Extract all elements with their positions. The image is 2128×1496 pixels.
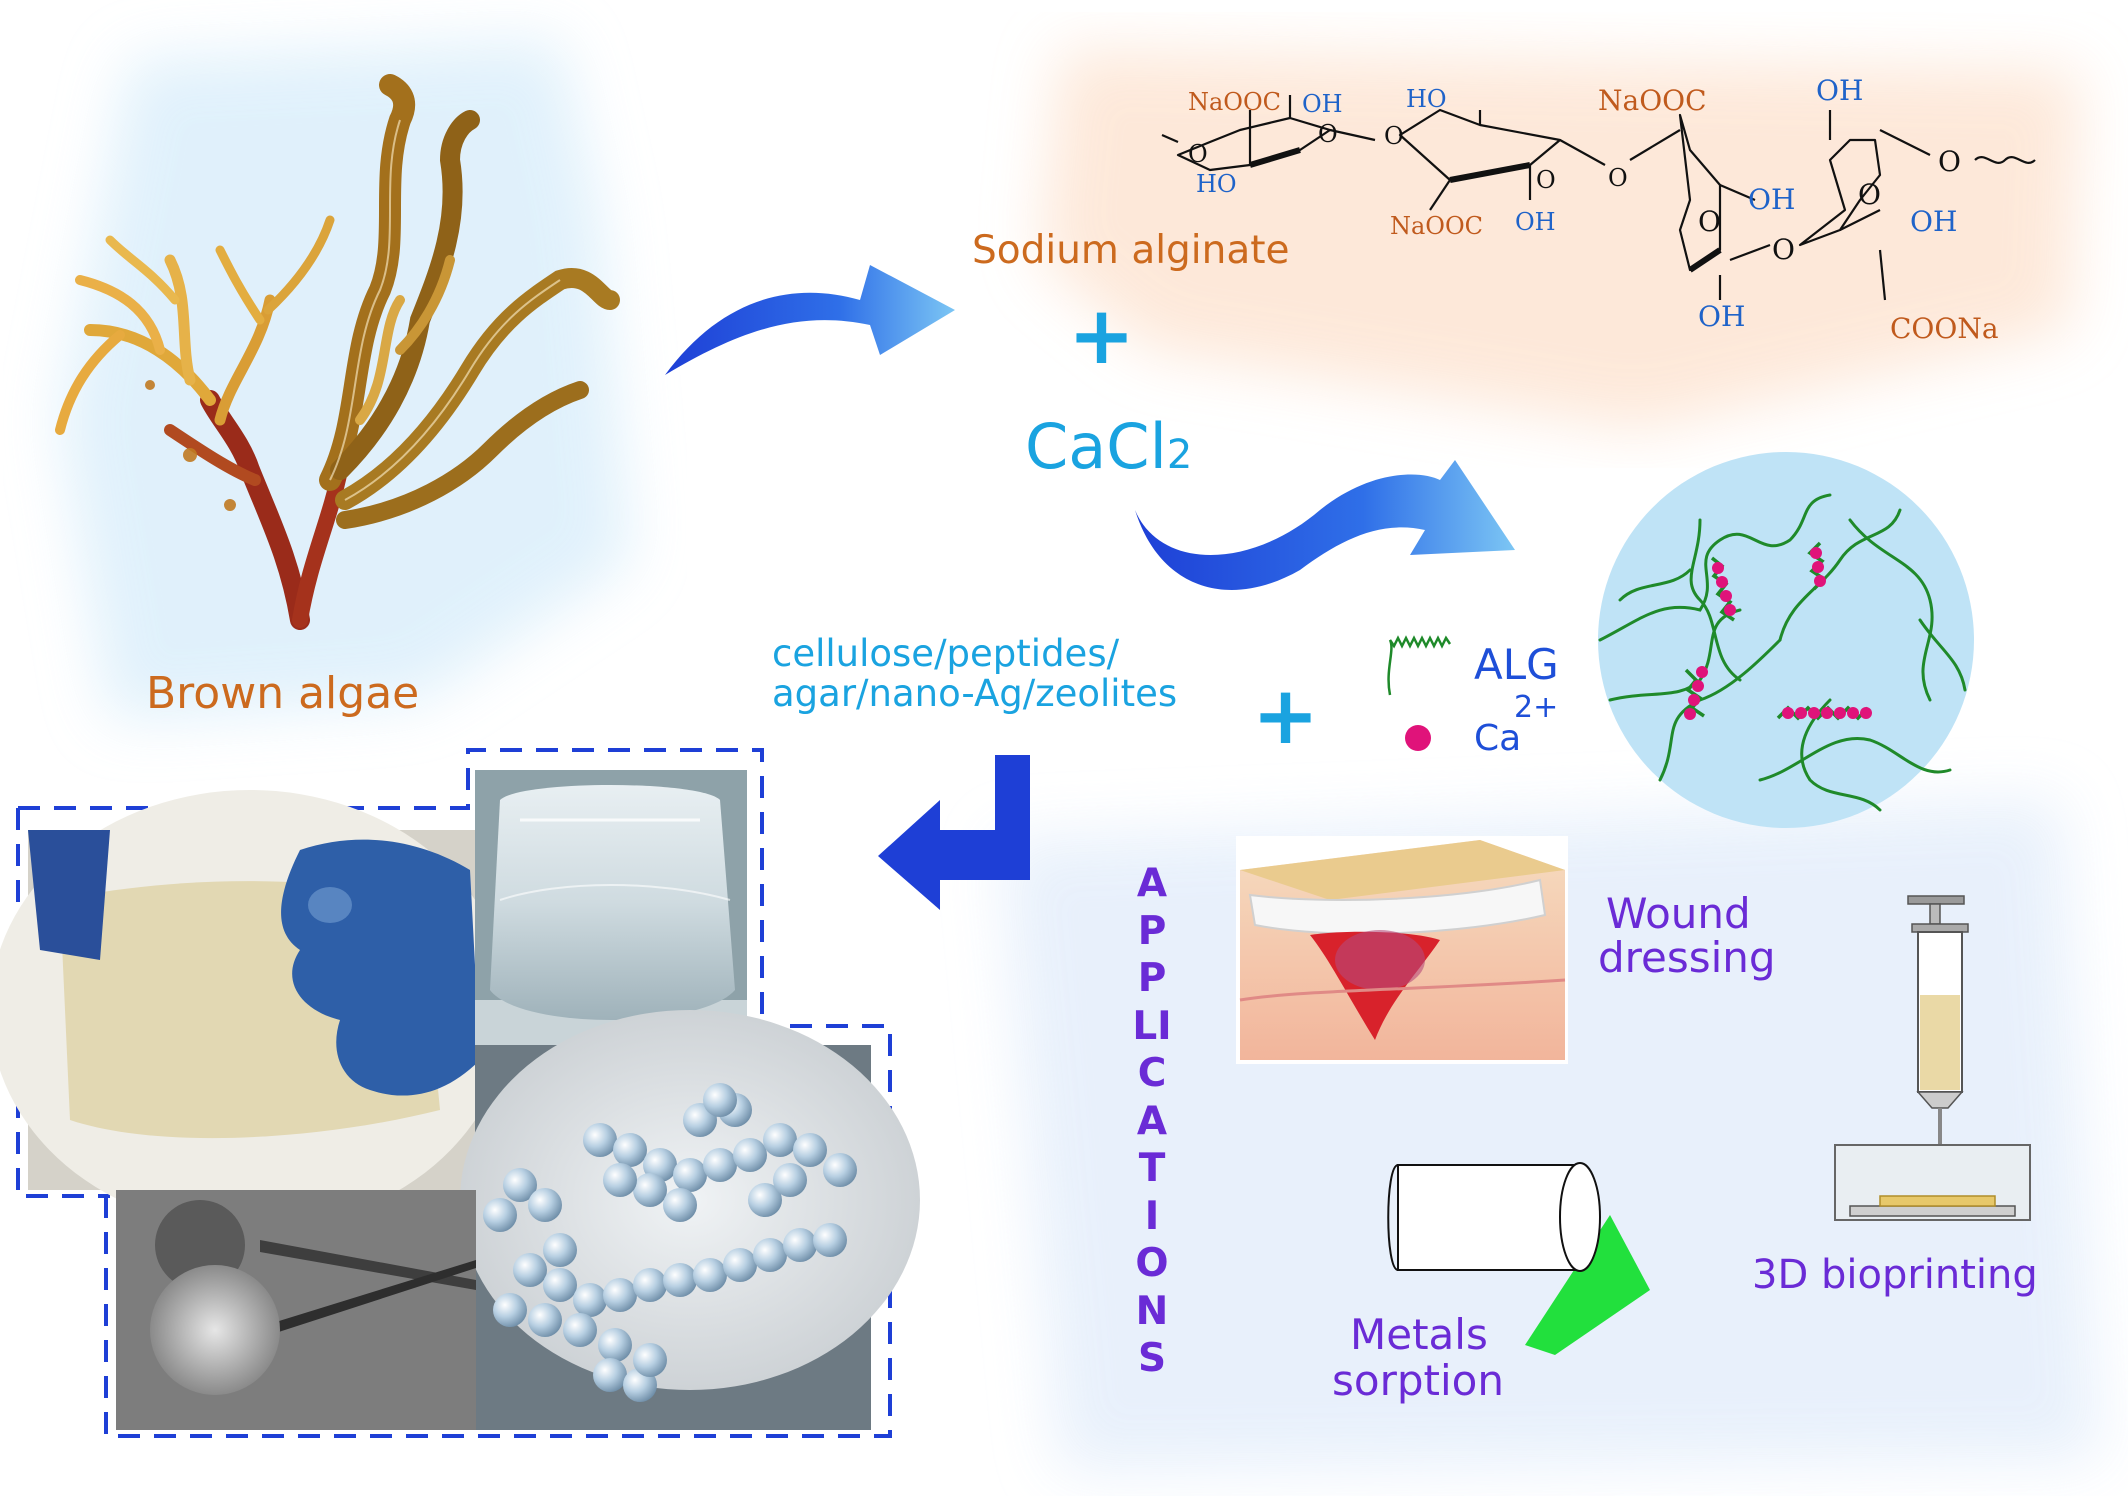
additives-label-line2: agar/nano-Ag/zeolites <box>772 672 1178 715</box>
bioprinting-label: 3D bioprinting <box>1752 1252 2038 1298</box>
bead-cluster <box>483 1083 857 1402</box>
chem-label: NaOOC <box>1598 84 1707 117</box>
sodium-alginate-label: Sodium alginate <box>972 228 1290 273</box>
alg-legend-label: ALG <box>1474 640 1559 689</box>
chem-label: O <box>1938 145 1961 178</box>
wound-dressing-illustration <box>1236 836 1568 1064</box>
additives-label-line1: cellulose/peptides/ <box>772 632 1120 675</box>
chem-label: OH <box>1515 208 1556 236</box>
chem-label: O <box>1188 140 1208 168</box>
ca-legend-charge: 2+ <box>1514 690 1559 725</box>
photo-gel-block <box>475 770 747 1050</box>
chem-label: O <box>1536 166 1556 194</box>
chem-label: O <box>1318 120 1338 148</box>
photo-gel-beads <box>460 1010 920 1430</box>
arrow-to-hydrogels <box>878 755 1030 910</box>
wound-dressing-label-line1: Wound <box>1606 889 1751 938</box>
chem-label: HO <box>1406 85 1447 113</box>
applications-vertical-label: APPLICATIONS <box>1132 861 1172 1381</box>
arrow-cacl2-to-network <box>1135 460 1515 590</box>
chem-label: O <box>1384 122 1404 150</box>
alg-chain-legend-icon <box>1387 635 1452 696</box>
wound-dressing-label-line2: dressing <box>1598 933 1776 982</box>
ca-ion-legend-icon <box>1405 725 1431 751</box>
chem-label: HO <box>1196 170 1237 198</box>
structure-peach-wash <box>1040 50 2080 430</box>
chem-label: O <box>1858 178 1881 211</box>
bioprinting-illustration <box>1834 895 2031 1221</box>
dashed-frame-bottom <box>104 1024 892 1438</box>
plus-sign-alginate: + <box>1068 289 1136 382</box>
chem-label: OH <box>1302 90 1343 118</box>
chem-label: O <box>1608 164 1628 192</box>
ca-legend-label: Ca <box>1474 718 1522 759</box>
chem-label: O <box>1772 233 1795 266</box>
chem-label: OH <box>1816 74 1864 107</box>
chem-label: O <box>1698 205 1721 238</box>
photo-gel-film <box>0 790 510 1230</box>
brown-algae-label: Brown algae <box>146 668 420 719</box>
plus-sign-additives: + <box>1252 669 1320 762</box>
network-circle <box>1598 452 1974 828</box>
chem-label: COONa <box>1890 312 1999 345</box>
metals-sorption-illustration <box>1387 1162 1650 1355</box>
chem-label: OH <box>1910 205 1958 238</box>
photo-gel-disc <box>116 1190 476 1430</box>
chem-label: NaOOC <box>1188 88 1282 116</box>
chem-label: NaOOC <box>1390 212 1484 240</box>
metals-sorption-label-line2: sorption <box>1332 1356 1504 1405</box>
chem-label: OH <box>1698 300 1746 333</box>
chem-label: OH <box>1748 183 1796 216</box>
metals-sorption-label-line1: Metals <box>1350 1310 1488 1359</box>
cacl2-label: CaCl2 <box>1025 410 1193 483</box>
arrow-algae-to-alginate <box>665 265 955 375</box>
